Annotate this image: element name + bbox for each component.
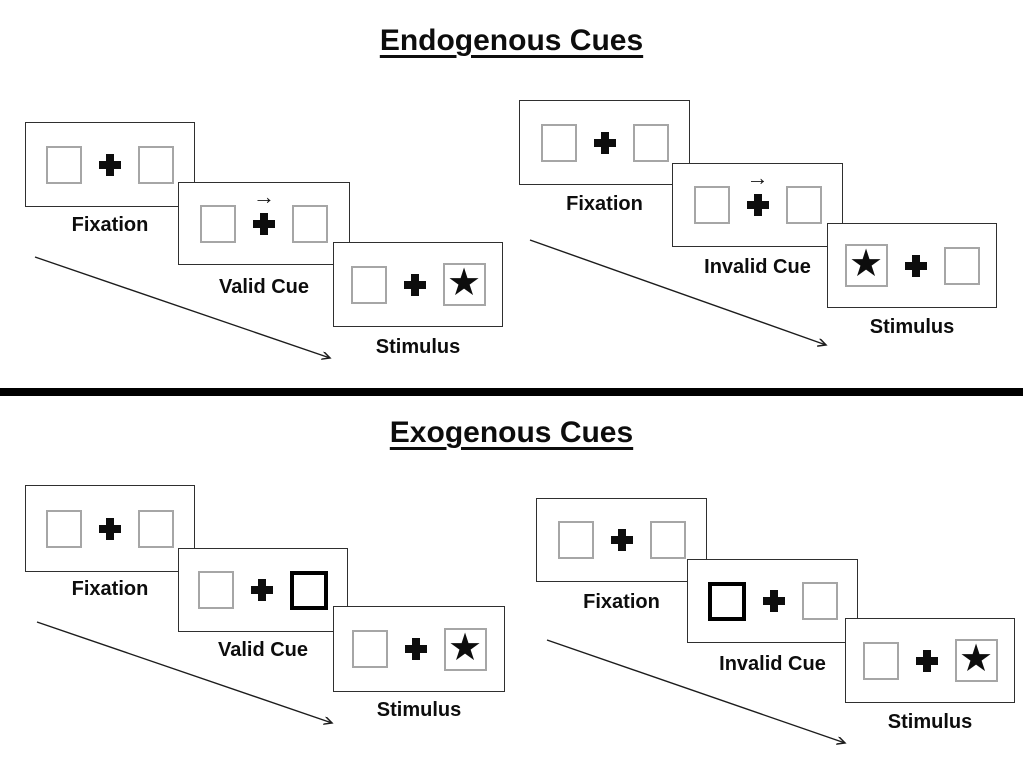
placeholder-box bbox=[350, 265, 387, 304]
fixation-panel bbox=[25, 122, 195, 207]
highlighted-cue-box bbox=[290, 570, 328, 610]
placeholder-box bbox=[943, 246, 980, 285]
target-box: ★ bbox=[844, 243, 888, 287]
placeholder-box bbox=[46, 145, 82, 184]
fixation-cross-icon bbox=[403, 273, 426, 296]
placeholder-box bbox=[138, 509, 174, 548]
fixation-cross-icon bbox=[904, 254, 927, 277]
center-symbol bbox=[762, 590, 785, 612]
stimulus-panel: ★ bbox=[333, 242, 503, 327]
placeholder-box bbox=[46, 509, 82, 548]
right-arrow-icon: → bbox=[746, 165, 769, 190]
center-symbol: → bbox=[253, 185, 275, 235]
center-symbol: → bbox=[746, 167, 769, 216]
placeholder-box bbox=[138, 145, 174, 184]
placeholder-box bbox=[540, 123, 577, 162]
exogenous-section-title: Exogenous Cues bbox=[0, 416, 1023, 450]
valid-cue-panel bbox=[178, 548, 348, 632]
fixation-cross-icon bbox=[915, 649, 938, 672]
center-symbol bbox=[403, 273, 426, 296]
step-label: Valid Cue bbox=[217, 639, 309, 661]
fixation-cross-icon bbox=[404, 638, 427, 660]
step-label: Fixation bbox=[71, 214, 149, 236]
stimulus-panel: ★ bbox=[845, 618, 1015, 703]
fixation-cross-icon bbox=[99, 517, 121, 540]
center-symbol bbox=[99, 153, 121, 176]
step-label: Stimulus bbox=[375, 336, 461, 358]
center-symbol bbox=[404, 638, 427, 660]
target-box: ★ bbox=[443, 626, 487, 671]
step-label: Stimulus bbox=[376, 699, 462, 721]
fixation-cross-icon bbox=[762, 590, 785, 612]
highlighted-cue-box bbox=[707, 581, 746, 621]
step-label: Fixation bbox=[71, 578, 149, 600]
step-label: Fixation bbox=[566, 193, 643, 215]
target-box: ★ bbox=[442, 262, 486, 306]
fixation-panel bbox=[536, 498, 707, 582]
step-label: Fixation bbox=[583, 591, 660, 613]
center-symbol bbox=[915, 649, 938, 672]
step-label: Invalid Cue bbox=[719, 653, 826, 675]
step-label: Invalid Cue bbox=[704, 256, 811, 278]
step-label: Stimulus bbox=[887, 711, 973, 733]
section-divider-line bbox=[0, 388, 1023, 396]
section-title-text: Exogenous Cues bbox=[389, 416, 634, 449]
star-icon: ★ bbox=[958, 638, 994, 680]
fixation-cross-icon bbox=[593, 131, 616, 154]
invalid-cue-panel bbox=[687, 559, 858, 643]
placeholder-box bbox=[801, 582, 838, 620]
fixation-panel bbox=[519, 100, 690, 185]
stimulus-panel: ★ bbox=[333, 606, 505, 692]
fixation-cross-icon bbox=[251, 579, 273, 601]
center-symbol bbox=[99, 517, 121, 540]
fixation-cross-icon bbox=[253, 212, 275, 235]
fixation-cross-icon bbox=[746, 194, 769, 216]
center-symbol bbox=[251, 579, 273, 601]
valid-cue-panel: → bbox=[178, 182, 350, 265]
invalid-cue-panel: → bbox=[672, 163, 843, 247]
center-symbol bbox=[593, 131, 616, 154]
stimulus-panel: ★ bbox=[827, 223, 997, 308]
placeholder-box bbox=[351, 630, 388, 668]
timeline-arrow bbox=[36, 621, 332, 723]
placeholder-box bbox=[785, 186, 822, 224]
fixation-cross-icon bbox=[99, 153, 121, 176]
endogenous-section-title: Endogenous Cues bbox=[0, 24, 1023, 58]
placeholder-box bbox=[198, 571, 234, 609]
target-box: ★ bbox=[954, 638, 998, 682]
placeholder-box bbox=[292, 204, 328, 243]
right-arrow-icon: → bbox=[253, 183, 275, 209]
fixation-panel bbox=[25, 485, 195, 572]
step-label: Valid Cue bbox=[218, 276, 310, 298]
star-icon: ★ bbox=[446, 262, 482, 304]
fixation-cross-icon bbox=[610, 529, 633, 551]
star-icon: ★ bbox=[447, 626, 483, 669]
placeholder-box bbox=[862, 641, 899, 680]
placeholder-box bbox=[649, 521, 686, 559]
center-symbol bbox=[904, 254, 927, 277]
placeholder-box bbox=[632, 123, 669, 162]
star-icon: ★ bbox=[848, 243, 884, 285]
timeline-arrow bbox=[34, 256, 330, 358]
center-symbol bbox=[610, 529, 633, 551]
placeholder-box bbox=[200, 204, 236, 243]
step-label: Stimulus bbox=[869, 316, 955, 338]
section-title-text: Endogenous Cues bbox=[379, 24, 644, 57]
placeholder-box bbox=[693, 186, 730, 224]
placeholder-box bbox=[557, 521, 594, 559]
